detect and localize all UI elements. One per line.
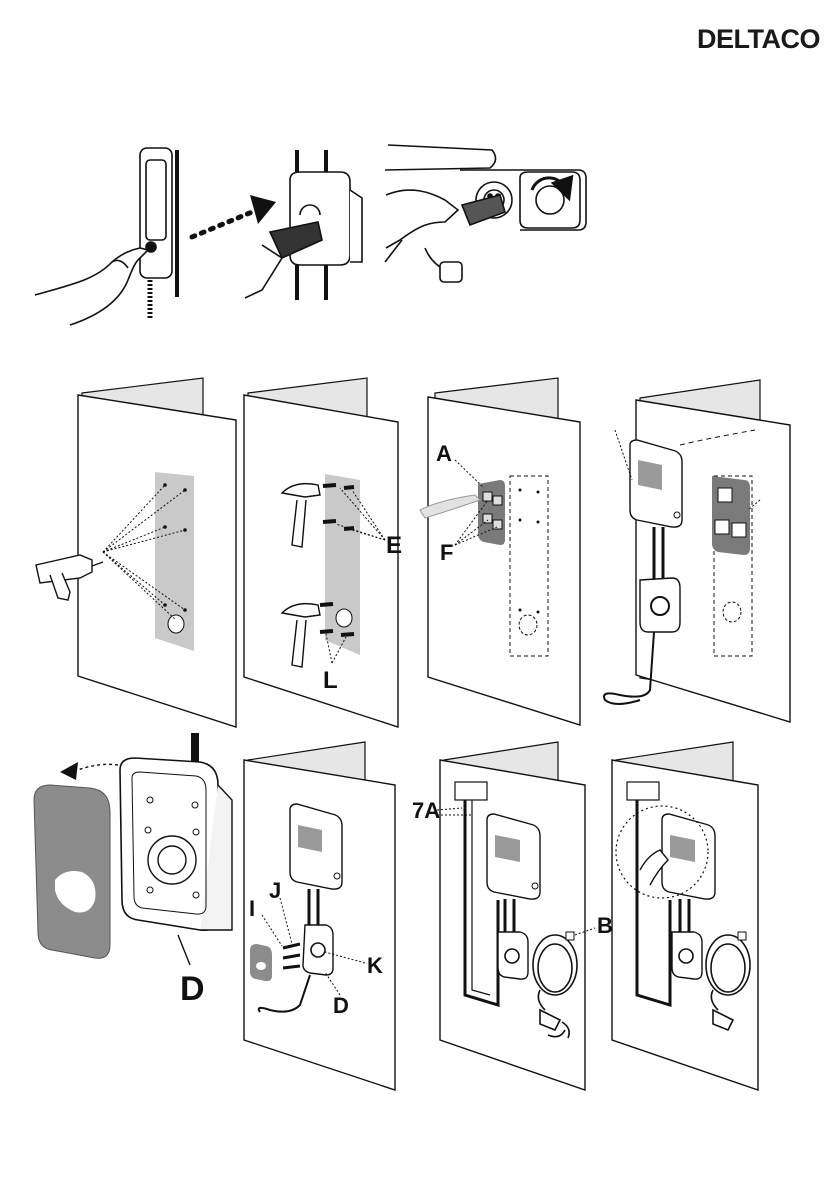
step-remove-cover: D: [34, 733, 232, 1008]
dotted-transition-arrow: [192, 195, 276, 237]
step-attach-cover: I J K D: [244, 742, 395, 1090]
step-holster-plug: [245, 150, 362, 300]
step-route-cable: 7A B: [412, 742, 613, 1090]
label-K: K: [367, 953, 383, 978]
step-car-inlet: [385, 145, 586, 282]
label-7A: 7A: [412, 798, 440, 823]
step-final-connect: [612, 742, 758, 1090]
label-I: I: [249, 896, 255, 921]
label-D: D: [333, 993, 349, 1018]
label-E: E: [386, 532, 402, 559]
step-drill-holes: [36, 378, 236, 727]
step-mount-charger: [604, 380, 790, 722]
label-F: F: [440, 540, 453, 565]
label-D-large: D: [180, 970, 205, 1008]
step-insert-plugs: E L: [244, 378, 402, 727]
step-clean-holes: A F: [420, 378, 580, 725]
label-A: A: [436, 441, 452, 466]
step-press-button: [35, 148, 177, 325]
label-L: L: [323, 667, 338, 694]
label-J: J: [269, 878, 281, 903]
label-B: B: [597, 913, 613, 938]
